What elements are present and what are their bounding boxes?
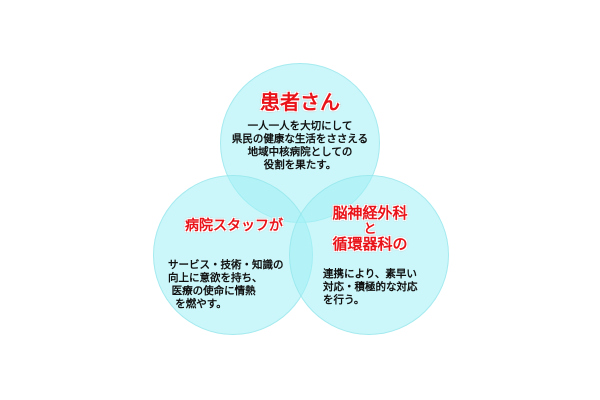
venn-circle-departments (289, 175, 449, 335)
patients-heading: 患者さん (260, 90, 340, 114)
departments-description: 連携により、素早い 対応・積極的な対応 を行う。 (323, 268, 418, 306)
patients-description: 一人一人を大切にして 県民の健康な生活をささえる 地域中核病院としての 役割を果… (231, 120, 369, 171)
departments-heading-line2: と (363, 222, 377, 237)
staff-heading: 病院スタッフが (185, 218, 283, 234)
departments-heading-line3: 循環器科の (332, 235, 408, 253)
venn-circle-staff (153, 175, 313, 335)
departments-heading-line1: 脳神経外科 (332, 204, 408, 222)
staff-description: サービス・技術・知識の 向上に意欲を持ち、 医療の使命に情熱 を燃やす。 (168, 259, 284, 310)
